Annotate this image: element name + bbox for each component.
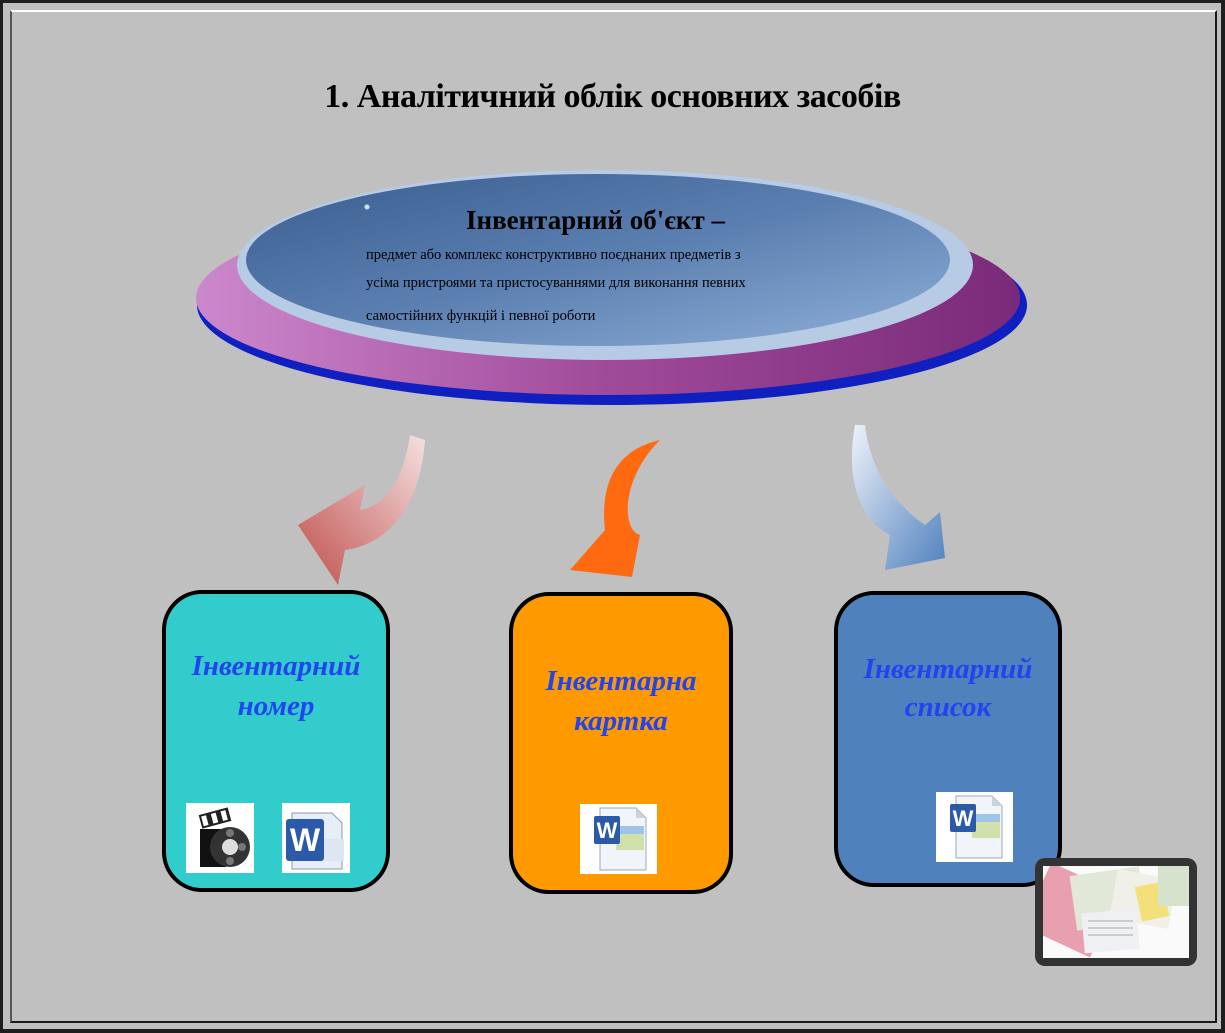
forms-image [1043,866,1189,958]
arrow-right [851,425,945,570]
svg-text:W: W [953,806,974,831]
card-label-line1: Інвентарний [863,653,1033,685]
card-label-line2: список [904,691,992,723]
definition-heading: Інвентарний об'єкт – [466,205,725,235]
slide-inner-border [10,10,1217,1023]
forms-thumbnail[interactable] [1035,858,1197,966]
definition-line-2: усіма пристроями та пристосуваннями для … [366,275,746,291]
word-document-icon[interactable]: W [936,792,1013,862]
arrow-middle [570,440,660,577]
card-label-line1: Інвентарна [545,665,697,697]
inner-ellipse [246,174,950,346]
arrow-left [298,435,425,585]
svg-text:W: W [290,822,321,858]
slide-title: 1. Аналітичний облік основних засобів [324,78,901,115]
svg-text:W: W [597,818,618,843]
word-icon[interactable]: W [282,803,350,873]
word-document-icon[interactable]: W [580,804,657,874]
card-label-line2: номер [237,690,315,722]
definition-line-1: предмет або комплекс конструктивно поєдн… [366,247,741,263]
card-label-line1: Інвентарний [191,650,361,682]
card-label-line2: картка [574,705,668,737]
film-icon[interactable] [186,803,254,873]
definition-line-3: самостійних функцій і певної роботи [366,308,596,324]
definition-ellipse [196,170,1027,405]
